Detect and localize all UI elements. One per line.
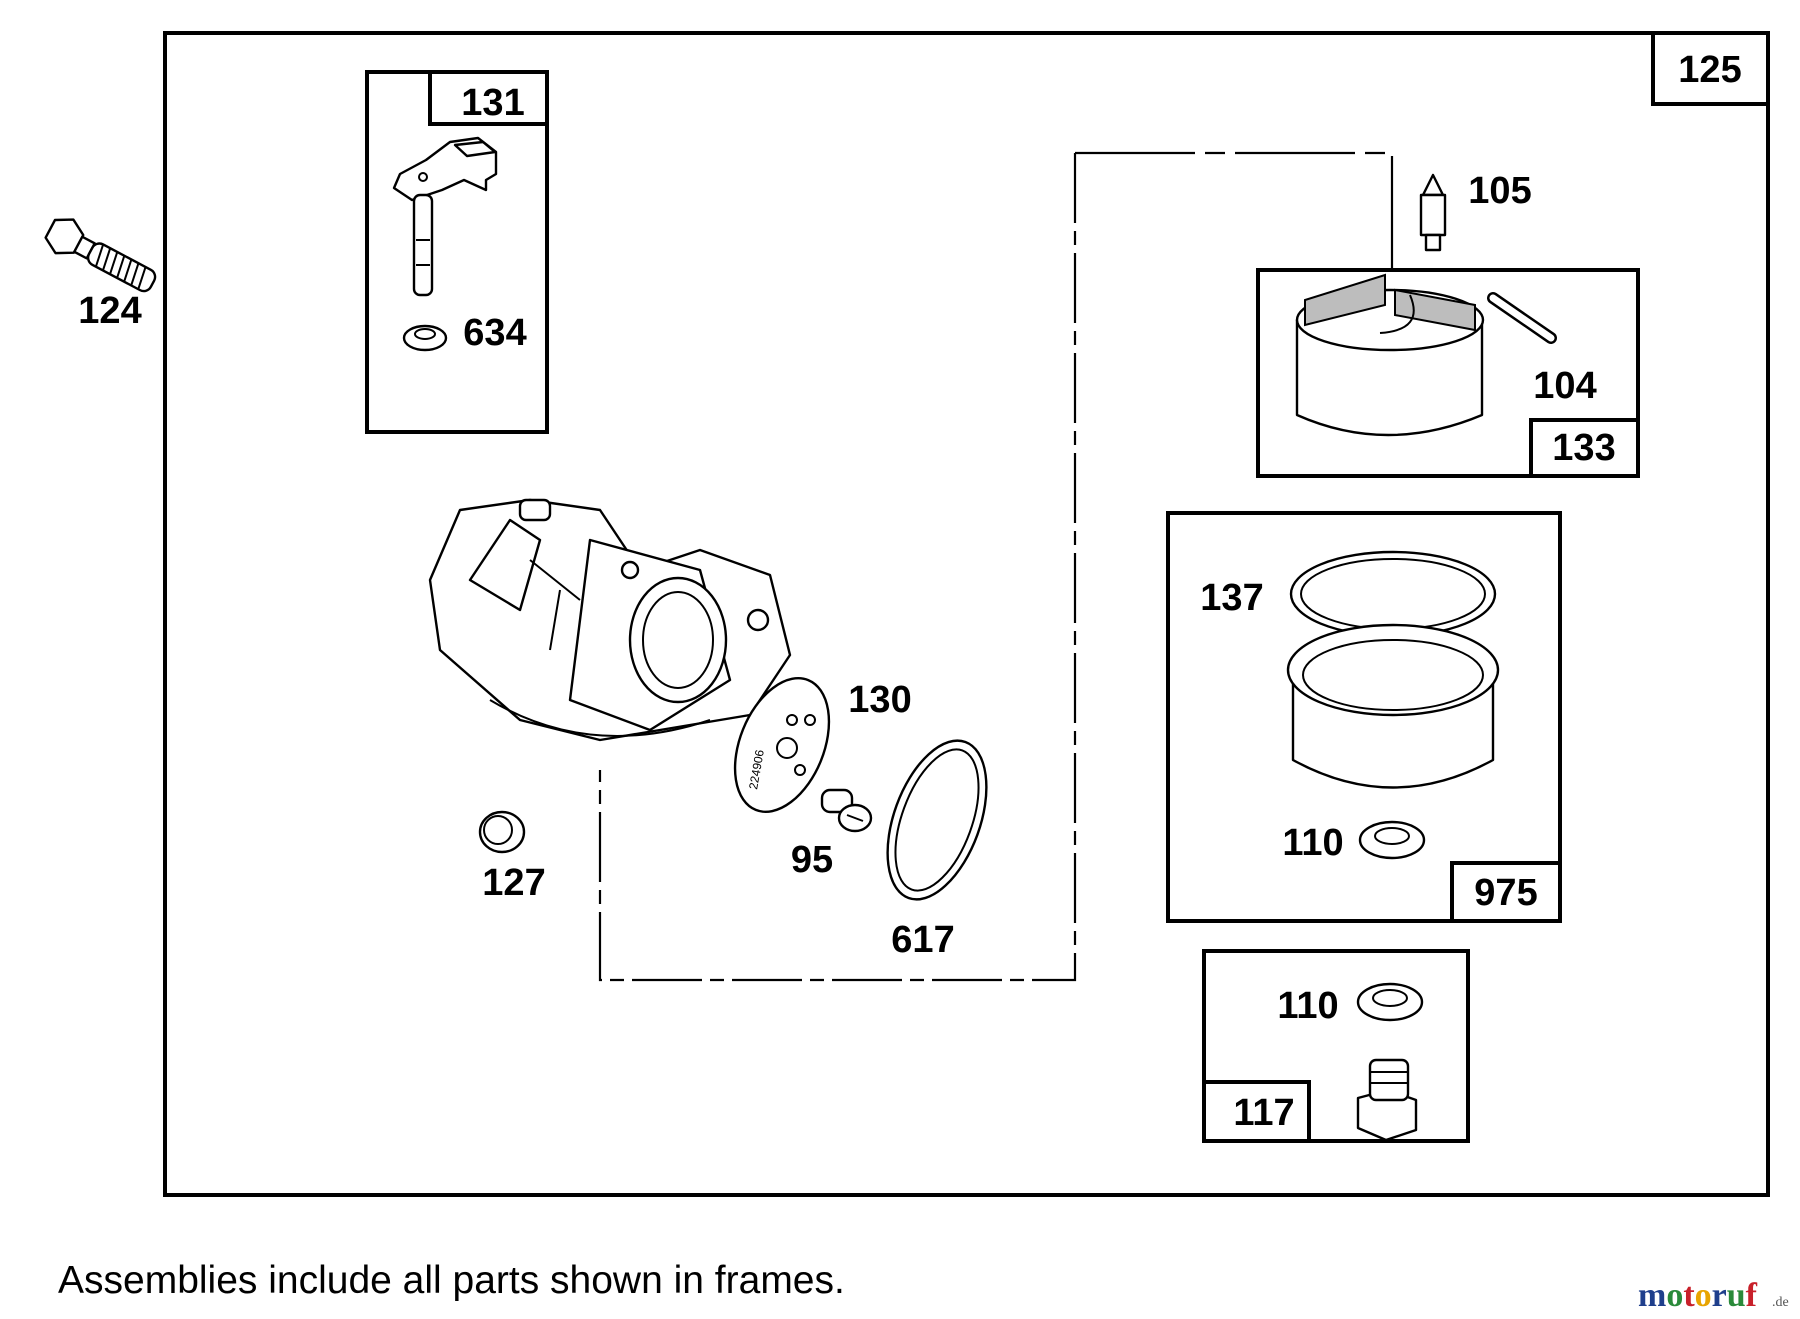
bolt-part[interactable]	[41, 212, 161, 300]
float-pin-label: 104	[1533, 365, 1596, 407]
welch-plug-part[interactable]	[478, 810, 526, 854]
throttle-shaft-part[interactable]	[392, 136, 498, 297]
jet-screw-part[interactable]	[820, 788, 873, 833]
gasket-part[interactable]	[868, 727, 1006, 912]
assembly-number-label: 125	[1678, 49, 1741, 91]
drain-screw-kit-frame	[1202, 949, 1470, 1143]
drain-washer-label: 110	[1277, 985, 1338, 1027]
linkage-line	[598, 153, 1077, 982]
fuel-bowl-part[interactable]	[1286, 623, 1500, 789]
gasket-label: 617	[891, 919, 954, 961]
bowl-washer-part[interactable]	[1358, 820, 1426, 860]
float-kit-frame	[1256, 268, 1640, 478]
svg-text:motoruf: motoruf	[1638, 1277, 1758, 1314]
jet-plate-code: 224906	[746, 748, 767, 790]
float-kit-label: 133	[1552, 427, 1615, 469]
throttle-shaft-kit-frame	[365, 70, 549, 434]
bowl-washer-label: 110	[1282, 822, 1343, 864]
throttle-seal-part[interactable]	[402, 324, 448, 352]
welch-plug-label: 127	[482, 862, 545, 904]
float-part[interactable]	[1295, 273, 1485, 437]
bowl-kit-frame	[1166, 511, 1562, 923]
assembly-number-box[interactable]: 125	[1651, 31, 1770, 106]
bowl-oring-label: 137	[1200, 577, 1263, 619]
bolt-label: 124	[78, 290, 141, 332]
jet-plate-part[interactable]: 224906	[717, 664, 847, 825]
throttle-seal-label: 634	[463, 312, 526, 354]
motoruf-watermark-logo: motoruf .de	[1638, 1277, 1789, 1314]
float-needle-label: 105	[1468, 170, 1531, 212]
carburetor-body-part[interactable]	[428, 498, 792, 742]
bowl-kit-label: 975	[1474, 872, 1537, 914]
bowl-oring-part[interactable]	[1289, 550, 1497, 638]
svg-text:.de: .de	[1772, 1295, 1789, 1310]
jet-screw-label: 95	[791, 839, 833, 881]
assemblies-footnote: Assemblies include all parts shown in fr…	[58, 1259, 845, 1302]
float-needle-part[interactable]	[1419, 173, 1447, 252]
linkage-line-top	[1075, 151, 1394, 270]
jet-plate-label: 130	[848, 679, 911, 721]
float-pin-part[interactable]	[1487, 292, 1557, 344]
drain-screw-kit-label: 117	[1233, 1092, 1294, 1134]
throttle-shaft-kit-label: 131	[461, 82, 524, 124]
assembly-frame	[163, 31, 1770, 1197]
drain-screw-part[interactable]	[1356, 1058, 1418, 1142]
drain-washer-part[interactable]	[1356, 982, 1424, 1022]
